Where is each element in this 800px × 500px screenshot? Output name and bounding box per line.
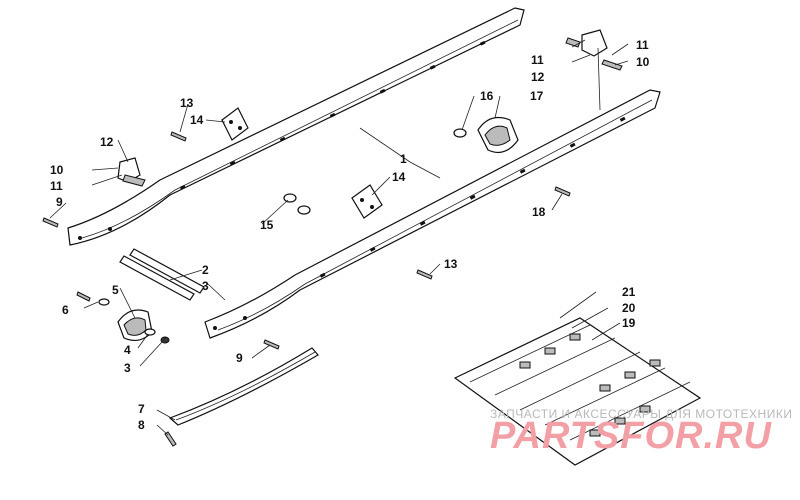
track-clips: [519, 333, 661, 437]
callout-10a: 10: [50, 163, 64, 177]
callout-19: 19: [622, 316, 636, 330]
mount-plate-lower: [351, 184, 383, 219]
mount-plate-upper: [221, 107, 249, 141]
callout-11c: 11: [636, 38, 649, 52]
bolt-6: [76, 291, 91, 302]
nut-3: [160, 336, 170, 344]
callout-6: 6: [62, 303, 69, 317]
wear-strip: [168, 347, 319, 426]
bolt-13a: [170, 131, 187, 142]
nut-15b: [297, 205, 311, 215]
callout-15: 15: [260, 218, 274, 232]
bolt-9a: [42, 217, 59, 228]
callout-2: 2: [202, 263, 209, 277]
washer-6: [98, 298, 110, 306]
bracket-right: [565, 29, 623, 71]
callout-5: 5: [112, 283, 119, 297]
bolt-13b: [416, 269, 433, 280]
bogie-wheel-upper: [477, 117, 519, 153]
bracket-left: [117, 157, 146, 187]
nut-15a: [283, 193, 297, 203]
callout-12b: 12: [531, 70, 545, 84]
callout-16: 16: [480, 89, 494, 103]
callout-18: 18: [532, 205, 546, 219]
callout-7: 7: [138, 402, 145, 416]
rail-lower: [204, 89, 661, 339]
callout-10b: 10: [636, 55, 650, 69]
track-section: [453, 317, 702, 466]
callout-13a: 13: [180, 96, 194, 110]
callout-11a: 11: [50, 179, 63, 193]
watermark-caption: ЗАПЧАСТИ И АКСЕССУАРЫ ДЛЯ МОТОТЕХНИКИ: [490, 407, 792, 421]
callout-14a: 14: [190, 113, 204, 127]
bolt-9b: [263, 339, 280, 350]
bolt-18: [554, 186, 571, 197]
nut-16: [453, 128, 467, 138]
callout-20: 20: [622, 301, 636, 315]
rail-upper: [67, 7, 525, 246]
callout-4: 4: [124, 343, 131, 357]
callout-21: 21: [622, 285, 636, 299]
callout-11b: 11: [531, 53, 544, 67]
washer-4: [144, 328, 156, 336]
callout-3b: 3: [124, 361, 131, 375]
callout-17: 17: [530, 89, 544, 103]
callout-labels: 1 2 3 3 4 5 6 7 8 9 9 10 10 11 11 11 12 …: [50, 38, 650, 432]
callout-9b: 9: [236, 351, 243, 365]
watermark-brand: PARTSFOR.RU: [490, 415, 772, 457]
callout-3a: 3: [202, 279, 209, 293]
callout-9a: 9: [56, 195, 63, 209]
callout-8: 8: [138, 418, 145, 432]
callout-12a: 12: [100, 135, 114, 149]
cross-shafts: [119, 248, 205, 301]
watermark: ЗАПЧАСТИ И АКСЕССУАРЫ ДЛЯ МОТОТЕХНИКИ PA…: [490, 407, 792, 457]
callout-13b: 13: [444, 257, 458, 271]
callout-14b: 14: [392, 170, 406, 184]
leader-lines: [49, 39, 629, 436]
callout-1: 1: [400, 152, 407, 166]
